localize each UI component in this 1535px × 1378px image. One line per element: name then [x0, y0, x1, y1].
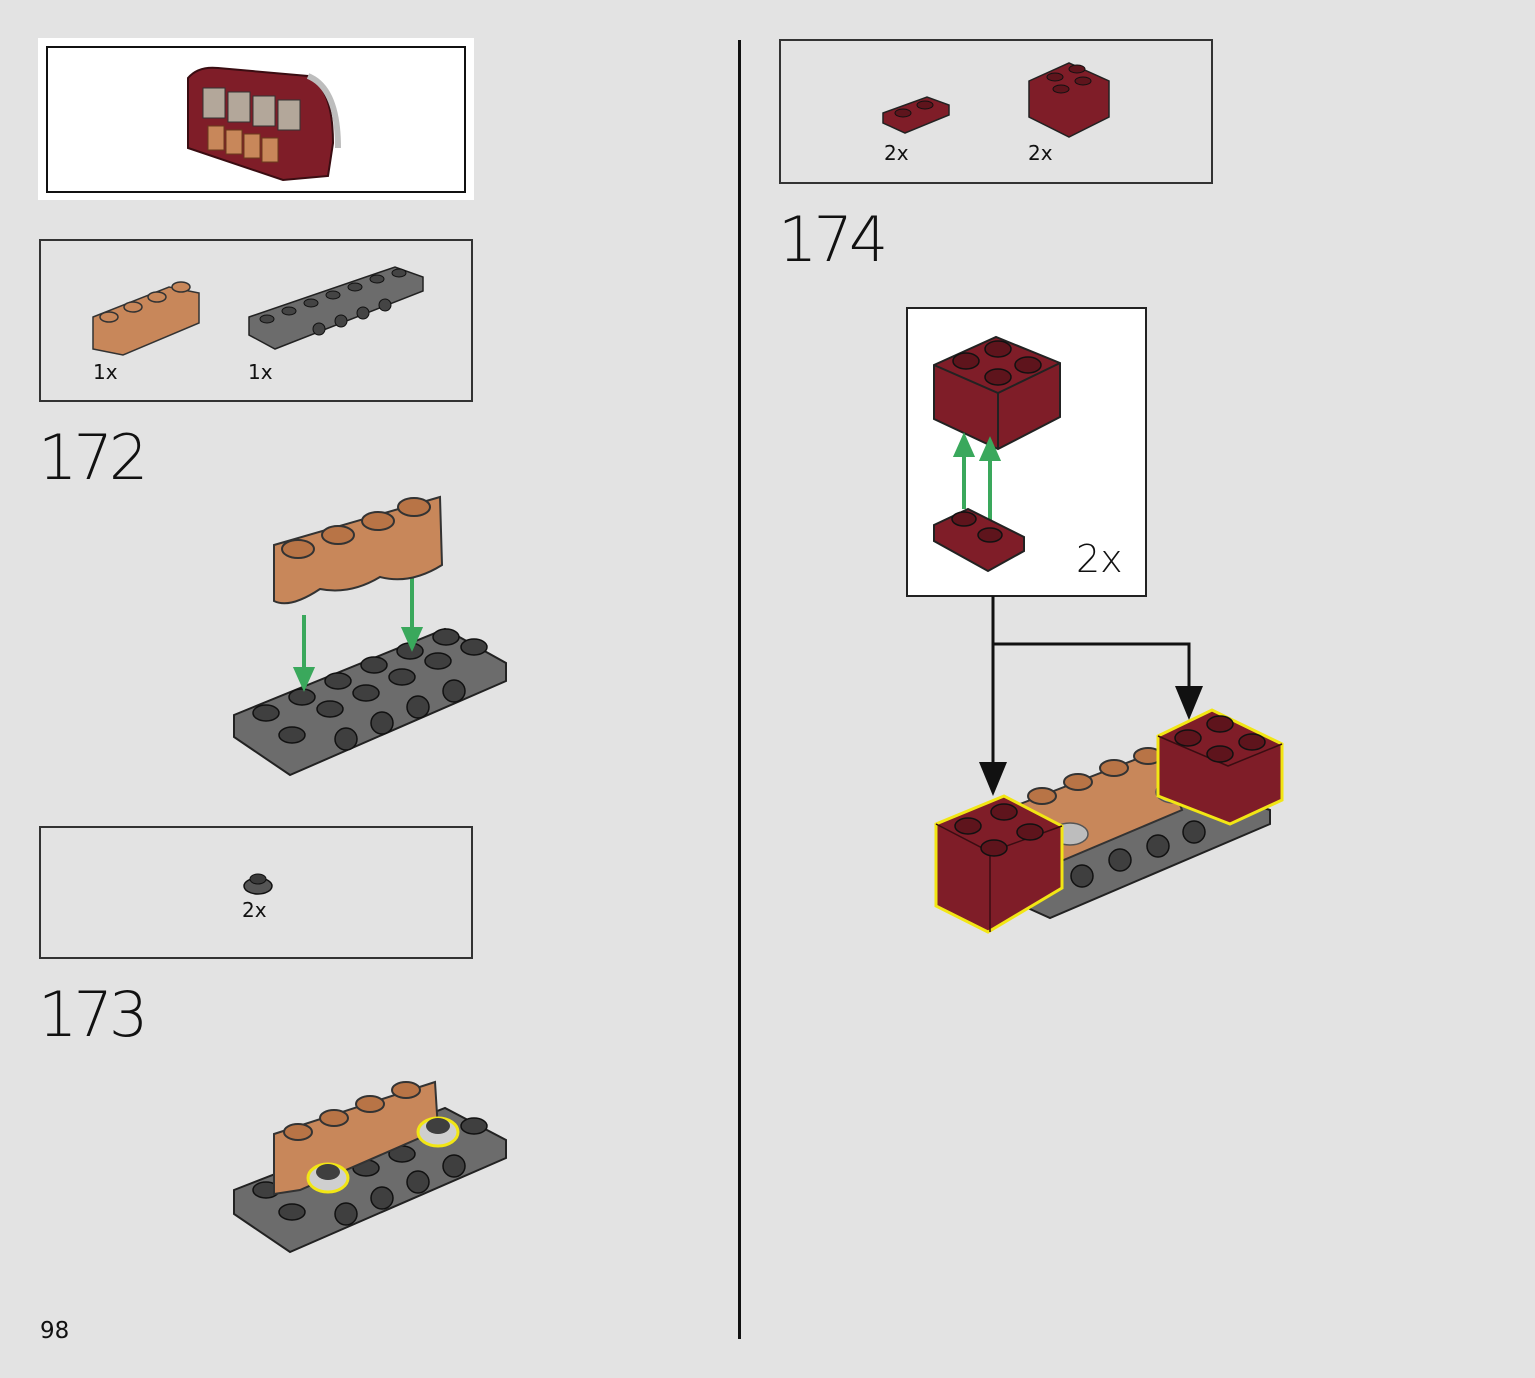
step-172-parts-box: 1x 1x: [39, 239, 473, 402]
part-qty: 2x: [1028, 141, 1053, 165]
step-number: 172: [38, 421, 148, 494]
placement-arrows: [979, 596, 1203, 796]
step-172-assembly-image: [233, 495, 507, 777]
highlighted-brick: [934, 794, 1064, 934]
step-173-parts-box: 2x: [39, 826, 473, 959]
step-174-parts-box: 2x 2x: [779, 39, 1213, 184]
step-174-assembly-image: [934, 708, 1284, 934]
step-number: 174: [778, 203, 888, 276]
part-qty: 1x: [93, 360, 118, 384]
subassembly-image: [933, 335, 1061, 573]
part-qty: 2x: [242, 898, 267, 922]
subassembly-box: 2x: [906, 307, 1147, 597]
subassembly-qty: 2x: [1076, 537, 1123, 581]
part-qty: 2x: [884, 141, 909, 165]
model-preview-image: [187, 66, 341, 182]
highlighted-brick: [1156, 708, 1284, 826]
preview-panel: [46, 46, 466, 193]
round-plate-icon: [243, 873, 273, 895]
column-divider: [738, 40, 741, 1339]
tan-curved-brick-icon: [92, 281, 200, 356]
highlighted-round-plate: [306, 1162, 350, 1194]
dark-red-brick-icon: [1028, 62, 1110, 138]
highlighted-round-plate: [416, 1116, 460, 1148]
dark-gray-plate-icon: [248, 266, 424, 350]
dark-red-plate-icon: [882, 96, 950, 134]
part-qty: 1x: [248, 360, 273, 384]
step-173-assembly-image: [233, 1080, 507, 1254]
step-number: 173: [38, 978, 148, 1051]
page-number: 98: [40, 1318, 70, 1344]
